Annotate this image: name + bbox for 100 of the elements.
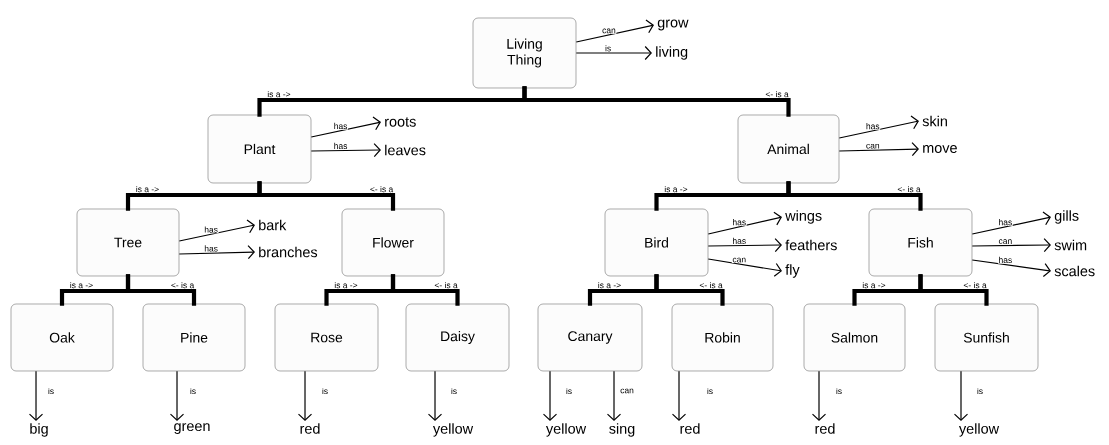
edge-label: has	[997, 256, 1013, 264]
arrow	[971, 211, 1051, 235]
property-text: fly	[785, 264, 800, 278]
edge-label: can	[865, 143, 881, 150]
edge-label: <- is a	[369, 185, 394, 193]
arrow	[178, 245, 255, 260]
arrow	[671, 370, 687, 421]
concept-box: Living Thing	[472, 17, 577, 89]
property-text: skin	[922, 115, 947, 127]
edge-label: is	[450, 387, 458, 395]
arrow	[953, 370, 969, 421]
arrow	[971, 259, 1051, 278]
edge-label: has	[865, 122, 881, 130]
arrow	[707, 258, 782, 277]
edge-label: <- is a	[896, 185, 922, 193]
arrow	[310, 143, 381, 158]
property-text: branches	[259, 246, 318, 258]
property-text: yellow	[958, 423, 1000, 437]
concept-box: Rose	[274, 303, 379, 372]
edge-label: is a ->	[597, 281, 622, 289]
concept-box: Animal	[737, 114, 840, 184]
edge-label: is a ->	[663, 185, 689, 193]
concept-box: Bird	[604, 208, 709, 277]
concept-box: Sunfish	[934, 303, 1039, 372]
property-text: swim	[1054, 239, 1087, 251]
edge-label: can	[997, 238, 1013, 245]
arrow	[310, 116, 381, 138]
arrow	[707, 211, 782, 235]
concept-box: Fish	[868, 208, 973, 277]
tree-connector	[786, 181, 923, 211]
edge-label: can	[731, 257, 747, 264]
property-text: scales	[1054, 265, 1095, 277]
concept-box: Daisy	[405, 303, 510, 372]
property-text: gills	[1054, 210, 1079, 224]
edge-label: is	[976, 387, 984, 395]
edge-label: is a ->	[69, 281, 94, 289]
edge-label: is	[706, 387, 714, 395]
edge-label: is	[321, 387, 329, 395]
edge-label: can	[601, 28, 617, 34]
tree-connector	[125, 274, 197, 306]
arrow	[811, 370, 827, 421]
edge-label: has	[203, 225, 219, 234]
property-text: red	[300, 423, 320, 434]
concept-box: Oak	[10, 303, 114, 372]
edge-label: is a ->	[266, 90, 292, 98]
property-text: red	[680, 423, 700, 434]
edge-label: is	[565, 387, 573, 395]
tree-connector	[390, 274, 460, 306]
tree-connector	[654, 274, 725, 306]
arrow	[297, 370, 313, 421]
edge-label: <- is a	[962, 281, 988, 289]
arrow	[575, 45, 652, 61]
edge-label: is a ->	[861, 281, 887, 289]
property-text: yellow	[545, 423, 587, 437]
arrow	[707, 238, 782, 253]
property-text: green	[174, 423, 210, 434]
property-text: feathers	[785, 239, 837, 251]
edge-label: has	[333, 122, 348, 130]
edge-label: is	[47, 387, 55, 395]
concept-box: Pine	[142, 303, 246, 372]
tree-connector	[918, 274, 989, 306]
tree-connector	[522, 86, 791, 117]
arrow	[542, 370, 558, 421]
arrow	[28, 370, 44, 421]
property-text: grow	[657, 19, 689, 31]
edge-label: <- is a	[764, 90, 790, 98]
edge-label: can	[619, 388, 635, 394]
edge-label: is	[604, 44, 612, 52]
arrow	[575, 19, 654, 43]
arrow	[838, 142, 919, 157]
edge-label: has	[731, 218, 747, 226]
edge-label: has	[731, 237, 747, 245]
arrow	[169, 370, 185, 421]
edge-label: is	[835, 387, 843, 395]
concept-box: Tree	[76, 208, 180, 277]
edge-label: has	[997, 218, 1013, 226]
property-text: yellow	[432, 423, 474, 437]
property-text: bark	[259, 219, 287, 231]
edge-label: is	[189, 387, 197, 395]
property-text: living	[656, 46, 688, 60]
edge-label: has	[203, 244, 219, 253]
edge-label: is a ->	[333, 281, 359, 289]
arrow	[606, 370, 622, 421]
edge-label: <- is a	[698, 281, 724, 289]
property-text: roots	[385, 117, 416, 127]
concept-box: Canary	[537, 303, 643, 372]
tree-connector	[257, 181, 396, 211]
property-text: big	[30, 423, 48, 437]
property-text: sing	[609, 423, 635, 437]
concept-box: Robin	[671, 303, 774, 372]
property-text: wings	[785, 210, 822, 224]
edge-label: <- is a	[433, 281, 459, 289]
concept-box: Flower	[341, 208, 445, 277]
concept-box: Plant	[207, 114, 312, 184]
arrow	[971, 238, 1051, 253]
arrow	[427, 370, 443, 421]
arrow	[178, 219, 255, 242]
property-text: leaves	[385, 144, 426, 156]
edge-label: <- is a	[170, 281, 195, 289]
property-text: red	[815, 423, 835, 434]
